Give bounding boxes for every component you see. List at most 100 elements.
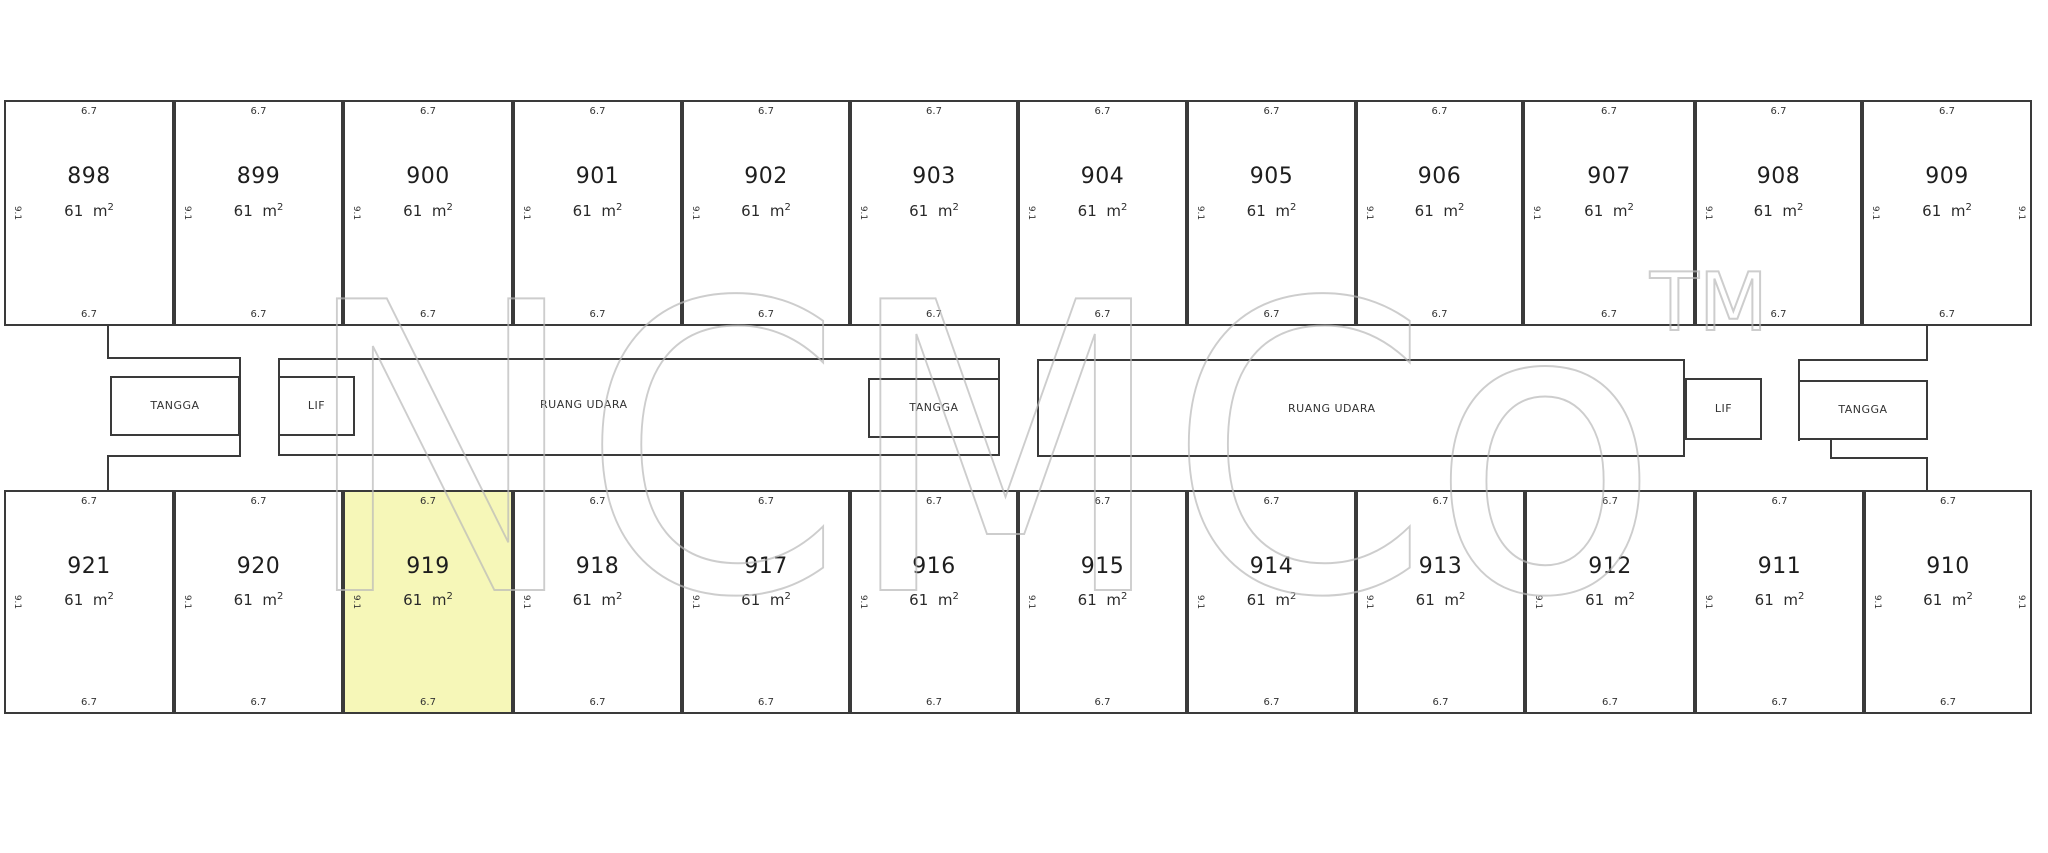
area-value: 61 bbox=[1753, 201, 1773, 220]
dimension-width-top: 6.7 bbox=[81, 106, 97, 117]
area-unit: m bbox=[92, 591, 108, 609]
dimension-depth-right: 9.1 bbox=[2015, 594, 2026, 610]
dimension-depth: 9.1 bbox=[1195, 594, 1206, 610]
dimension-depth-right: 9.1 bbox=[2015, 205, 2026, 221]
dimension-width-top: 6.7 bbox=[926, 106, 942, 117]
stair-left-label: TANGGA bbox=[150, 399, 200, 412]
dimension-width-top: 6.7 bbox=[1094, 496, 1111, 507]
dimension-width-bottom: 6.7 bbox=[1263, 309, 1280, 320]
stair-left-wall bbox=[107, 455, 109, 491]
room-number: 904 bbox=[1080, 164, 1125, 190]
dimension-width-top: 6.7 bbox=[1939, 106, 1955, 117]
area-unit: m bbox=[937, 201, 953, 220]
dimension-width-top: 6.7 bbox=[1432, 496, 1449, 507]
void-left-label: RUANG UDARA bbox=[540, 398, 628, 411]
room-area: 61 m2 bbox=[1189, 591, 1354, 609]
room-number: 909 bbox=[1925, 164, 1969, 190]
area-value: 61 bbox=[233, 201, 253, 220]
dimension-width-top: 6.7 bbox=[1602, 496, 1618, 507]
room-number: 908 bbox=[1756, 164, 1801, 190]
area-value: 61 bbox=[233, 591, 253, 609]
room-area: 61 m2 bbox=[1020, 202, 1185, 220]
area-value: 61 bbox=[1922, 201, 1942, 220]
room-number: 919 bbox=[406, 553, 450, 579]
dimension-width-bottom: 6.7 bbox=[926, 309, 942, 320]
area-exponent: 2 bbox=[1120, 201, 1128, 213]
room-area: 61 m2 bbox=[345, 591, 511, 609]
area-exponent: 2 bbox=[1458, 591, 1466, 602]
dimension-depth: 9.1 bbox=[1703, 594, 1714, 610]
area-value: 61 bbox=[741, 591, 761, 609]
dimension-width-bottom: 6.7 bbox=[1939, 309, 1955, 320]
area-exponent: 2 bbox=[1966, 591, 1973, 602]
stair-left-wall bbox=[107, 325, 109, 359]
area-exponent: 2 bbox=[1628, 591, 1635, 602]
room-area: 61 m2 bbox=[1358, 591, 1523, 609]
stair-mid-label: TANGGA bbox=[909, 401, 959, 414]
dimension-width-bottom: 6.7 bbox=[1094, 309, 1111, 320]
room-number: 916 bbox=[912, 553, 956, 579]
room-number: 905 bbox=[1249, 164, 1294, 190]
room-number: 914 bbox=[1249, 553, 1294, 579]
area-value: 61 bbox=[909, 591, 929, 609]
area-unit: m bbox=[262, 591, 277, 609]
dimension-depth: 9.1 bbox=[690, 205, 701, 221]
dimension-width-bottom: 6.7 bbox=[420, 309, 436, 320]
area-unit: m bbox=[937, 591, 953, 609]
area-value: 61 bbox=[1585, 591, 1605, 609]
dimension-width-bottom: 6.7 bbox=[1431, 309, 1448, 320]
dimension-width-top: 6.7 bbox=[250, 106, 267, 117]
area-unit: m bbox=[601, 591, 616, 609]
dimension-width-top: 6.7 bbox=[250, 496, 267, 507]
area-exponent: 2 bbox=[784, 591, 791, 602]
dimension-depth: 9.1 bbox=[182, 205, 193, 221]
area-exponent: 2 bbox=[1627, 201, 1634, 213]
room-area: 61 m2 bbox=[1697, 202, 1860, 220]
dimension-depth: 9.1 bbox=[351, 205, 362, 221]
area-exponent: 2 bbox=[446, 591, 453, 602]
dimension-depth: 9.1 bbox=[1026, 594, 1037, 610]
area-value: 61 bbox=[741, 201, 761, 220]
area-value: 61 bbox=[1246, 591, 1266, 609]
room-area: 61 m2 bbox=[176, 202, 341, 220]
room-area: 61 m2 bbox=[1020, 591, 1185, 609]
area-unit: m bbox=[431, 591, 447, 609]
room-number: 915 bbox=[1080, 553, 1125, 579]
dimension-width-top: 6.7 bbox=[589, 496, 606, 507]
dimension-depth: 9.1 bbox=[182, 594, 193, 610]
dimension-depth: 9.1 bbox=[858, 594, 869, 610]
room-area: 61 m2 bbox=[1697, 591, 1862, 609]
area-exponent: 2 bbox=[1457, 201, 1465, 213]
area-exponent: 2 bbox=[276, 591, 284, 602]
area-value: 61 bbox=[403, 591, 423, 609]
room-area: 61 m2 bbox=[1866, 591, 2030, 609]
area-unit: m bbox=[1782, 201, 1797, 220]
stair-right-wall bbox=[1926, 326, 1928, 360]
dimension-width-top: 6.7 bbox=[1601, 106, 1617, 117]
room-number: 902 bbox=[744, 164, 788, 190]
